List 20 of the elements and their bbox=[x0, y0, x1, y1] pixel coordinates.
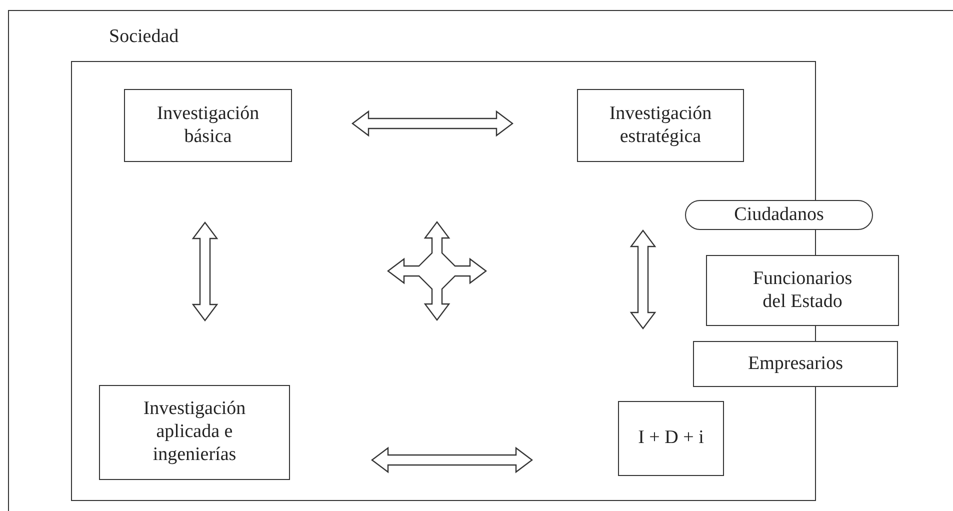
box-label: Empresarios bbox=[748, 352, 843, 376]
text-box bbox=[706, 255, 899, 326]
text-box bbox=[577, 89, 744, 162]
text-box bbox=[693, 341, 898, 387]
double-block-arrow bbox=[630, 230, 656, 330]
box-label: I + D + i bbox=[638, 427, 704, 450]
box-label: Ciudadanos bbox=[734, 204, 824, 226]
box-label: Investigación aplicada e ingenierías bbox=[142, 398, 247, 467]
double-block-arrow bbox=[192, 222, 218, 322]
region-label: Sociedad bbox=[109, 26, 179, 49]
text-box bbox=[99, 385, 290, 480]
rounded-box bbox=[685, 200, 873, 230]
box-label: Investigación básica bbox=[156, 102, 260, 148]
double-block-arrow bbox=[371, 446, 533, 474]
text-box bbox=[618, 401, 724, 476]
double-block-arrow bbox=[352, 110, 514, 137]
box-label: Funcionarios del Estado bbox=[752, 268, 854, 314]
region-frame bbox=[8, 10, 953, 511]
box-label: Investigación estratégica bbox=[608, 102, 713, 148]
text-box bbox=[124, 89, 292, 162]
